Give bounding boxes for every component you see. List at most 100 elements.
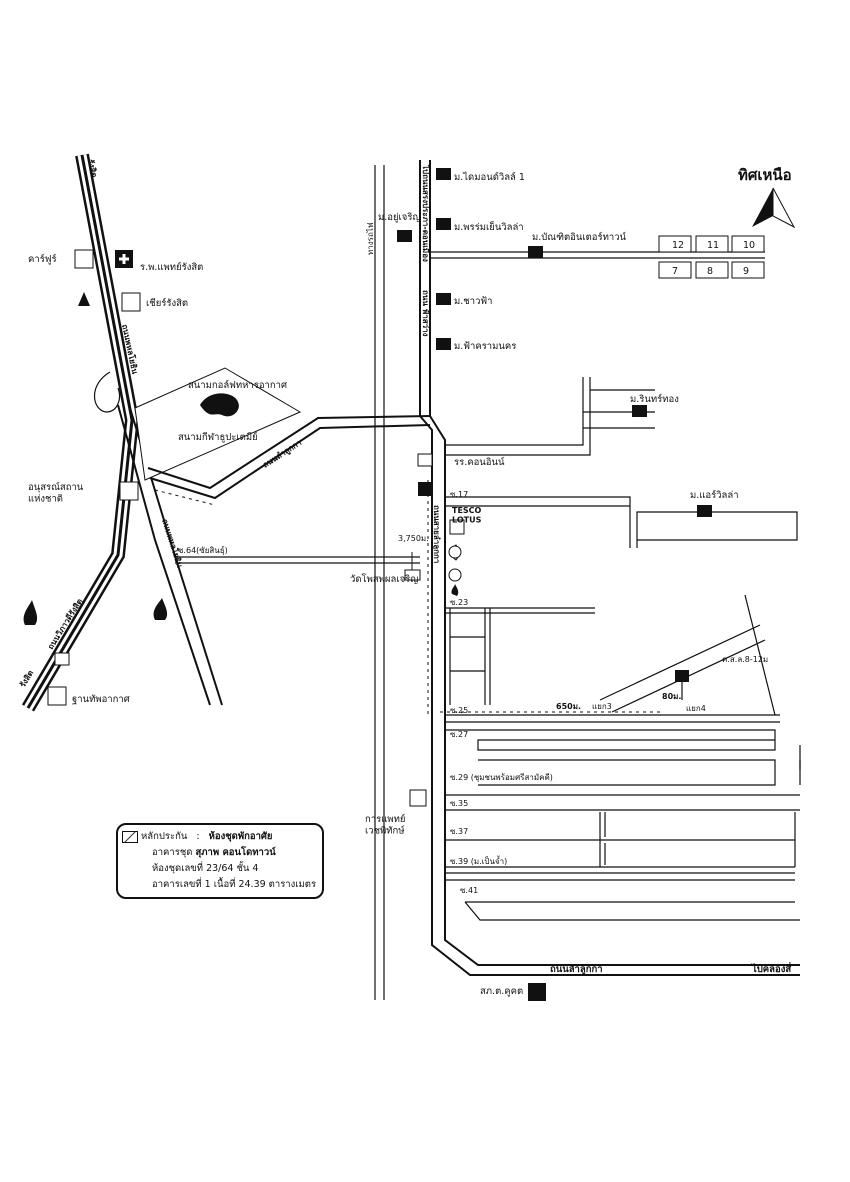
highway-branch — [117, 404, 211, 706]
place-label: สนามกอล์ฟทหารอากาศ — [188, 379, 287, 391]
road-lamlukka-west-edge — [147, 415, 431, 490]
place-label: ม.รินทร์ทอง — [630, 393, 679, 405]
legend-row-building: อาคารชุด สุภาพ คอนโดทาวน์ — [122, 845, 322, 861]
lot-number: 8 — [707, 266, 713, 277]
lot-number: 12 — [672, 240, 684, 251]
road-soi29 — [445, 759, 801, 796]
house-icon — [436, 293, 451, 305]
soi-label: ซ.23 — [450, 598, 468, 607]
soi-label: ซ.64(ซัยสินธุ์) — [178, 545, 228, 555]
lot-number: 7 — [672, 266, 678, 277]
property-icon — [675, 670, 689, 682]
legend-row-area: อาคารเลขที่ 1 เนื้อที่ 24.39 ตารางเมตร — [152, 879, 317, 890]
lot-number: 9 — [743, 266, 749, 277]
house-icon — [397, 230, 412, 242]
lot-box — [731, 235, 765, 253]
road-soi37 — [445, 812, 796, 874]
road-label: ถนนสายลำลูกกา — [431, 505, 441, 563]
store-box — [121, 292, 141, 312]
airbase-box — [47, 686, 67, 706]
store-box — [74, 249, 94, 269]
place-label: สภ.ต.คูคต — [480, 986, 523, 997]
tesco-icon — [449, 519, 465, 535]
station-icon — [448, 568, 462, 582]
monument-box — [119, 481, 139, 501]
fuel-drop-icon — [23, 600, 38, 625]
house-icon — [697, 505, 712, 517]
place-label: ม.อยู่เจริญ — [378, 212, 421, 223]
temple-icon — [404, 552, 421, 581]
lot-box — [695, 261, 729, 279]
lot-box — [695, 235, 729, 253]
road-label: รังสิต — [18, 669, 35, 689]
road-east-3 — [445, 496, 798, 548]
place-label: วัดโพสพผลเจริญ — [350, 573, 418, 585]
road-east-4 — [445, 607, 595, 614]
fuel-drop-icon — [153, 598, 168, 620]
place-label: ฐานทัพอากาศ — [72, 694, 130, 705]
police-icon — [528, 983, 546, 1001]
soi-label: ซ.17 — [450, 490, 468, 499]
soi-label: ซ.25 — [450, 706, 468, 715]
lot-box — [731, 261, 765, 279]
highway-main — [21, 153, 140, 712]
soi-label: ซ.39 (ม.เป็นจ้ำ) — [450, 855, 507, 866]
soi-label: ซ.27 — [450, 730, 468, 739]
building-label: ค.ส.ล.8-12ม — [722, 655, 768, 664]
lot-box — [658, 235, 692, 253]
distance-label: 80ม. — [662, 692, 681, 701]
lot-grid: 12 11 10 7 8 9 — [658, 235, 765, 279]
clinic-box — [409, 789, 427, 807]
soi-label: ซ.41 — [460, 886, 478, 895]
road-label: ทางรถไฟ — [366, 222, 375, 255]
road-main-west — [419, 160, 800, 976]
north-label: ทิศเหนือ — [738, 166, 792, 184]
soi-label: ซ.37 — [450, 827, 468, 836]
collateral-label: หลักประกัน — [141, 831, 188, 842]
place-label: ร.พ.แพทย์รังสิต — [140, 261, 203, 273]
legend-row-collateral: หลักประกัน : ห้องชุดพักอาศัย — [122, 829, 322, 845]
building-label: อาคารชุด — [152, 847, 193, 858]
lot-number: 10 — [743, 240, 755, 251]
house-icons — [397, 168, 712, 517]
road-soi25 — [445, 714, 780, 723]
road-label: ไปคลองสี่ — [751, 961, 791, 975]
collateral-separator: : — [196, 831, 200, 842]
house-icon — [436, 168, 451, 180]
road-label: ถนนลำลูกกา — [550, 964, 603, 976]
place-label: รร.คอนอินน์ — [454, 456, 505, 468]
house-icon — [528, 246, 543, 258]
collateral-value: ห้องชุดพักอาศัย — [208, 831, 273, 842]
building-value: สุภาพ คอนโดทาวน์ — [195, 847, 276, 858]
place-label: ม.บัณฑิตอินเตอร์ทาวน์ — [532, 231, 627, 243]
place-label: ม.ไดมอนด์วิลล์ 1 — [454, 171, 525, 183]
road-soi64 — [175, 556, 420, 564]
bank-icon — [54, 652, 70, 666]
house-icon — [436, 218, 451, 230]
golf-lake — [200, 393, 239, 417]
road-label: ถนนพหลโยธิน — [160, 518, 185, 570]
soi-label: ซ.35 — [450, 799, 468, 808]
road-blocks — [449, 608, 486, 705]
collateral-swatch — [122, 830, 138, 843]
place-label: คาร์ฟูร์ — [28, 253, 57, 265]
station-icon — [448, 545, 462, 559]
distance-label: 650ม. — [556, 702, 581, 711]
place-label: เชียร์รังสิต — [146, 297, 188, 309]
house-icon — [632, 405, 647, 417]
place-label: ม.ชาวฟ้า — [454, 296, 492, 307]
lot-number: 11 — [707, 240, 719, 251]
house-icon — [436, 338, 451, 350]
distance-label: 3,750ม. — [398, 534, 429, 543]
bank-icon — [417, 453, 433, 467]
gas-station-icon — [418, 482, 432, 496]
north-arrow — [752, 187, 796, 229]
place-label: ม.พรร่มเย็นวิลล่า — [454, 220, 524, 233]
road-soi27 — [445, 729, 801, 770]
junction-label: แยก3 — [592, 702, 612, 711]
road-main-east — [429, 160, 800, 966]
hospital-cross-icon — [119, 254, 129, 264]
junction-label: แยก4 — [686, 704, 706, 713]
